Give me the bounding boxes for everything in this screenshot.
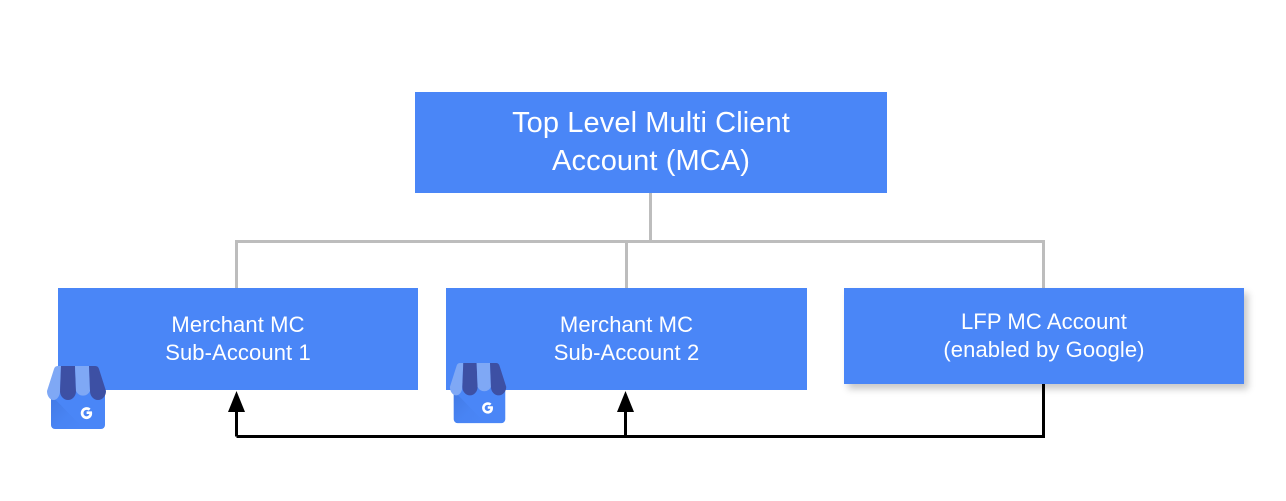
- node-lfp-mc-account-label: LFP MC Account (enabled by Google): [943, 308, 1145, 362]
- node-merchant-mc-sub-account-2[interactable]: Merchant MC Sub-Account 2: [446, 288, 807, 390]
- node-merchant-mc-sub-account-1[interactable]: Merchant MC Sub-Account 1: [58, 288, 418, 390]
- node-merchant-mc-sub-account-2-label: Merchant MC Sub-Account 2: [553, 311, 700, 365]
- feed-arrow-path: [228, 384, 1045, 438]
- feed-arrowhead-sub1: [228, 391, 245, 412]
- google-my-business-storefront-icon: [47, 365, 106, 429]
- feed-line: [236, 384, 1045, 438]
- tree-connectors: [235, 193, 1045, 289]
- node-lfp-mc-account[interactable]: LFP MC Account (enabled by Google): [844, 288, 1244, 384]
- node-top-level-mca[interactable]: Top Level Multi Client Account (MCA): [415, 92, 887, 193]
- feed-arrowhead-sub2: [617, 391, 634, 412]
- google-my-business-storefront-icon: [449, 362, 507, 424]
- node-top-level-mca-label: Top Level Multi Client Account (MCA): [512, 107, 790, 177]
- node-merchant-mc-sub-account-1-label: Merchant MC Sub-Account 1: [165, 311, 311, 365]
